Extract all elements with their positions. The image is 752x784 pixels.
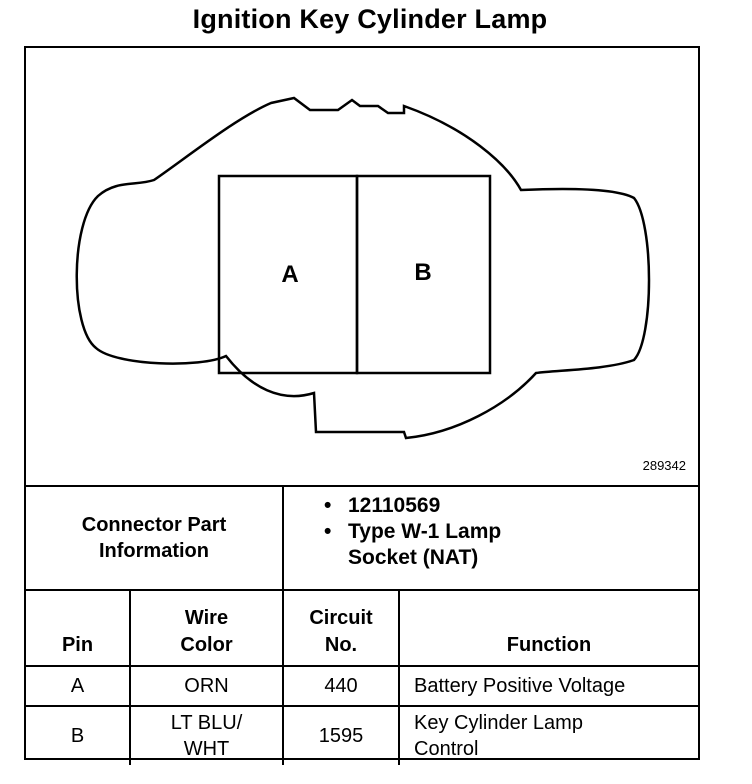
cavity-b-box	[355, 174, 492, 375]
connector-drawing: A B	[75, 96, 651, 440]
connector-part-list: 12110569 Type W-1 Lamp Socket (NAT)	[282, 485, 698, 591]
socket-type-item: Type W-1 Lamp Socket (NAT)	[324, 519, 698, 571]
function-cell: Key Cylinder Lamp Control	[398, 705, 698, 765]
circuit-cell: 440	[282, 665, 400, 707]
connector-part-row: Connector Part Information 12110569 Type…	[26, 485, 698, 591]
header-function: Function	[398, 589, 698, 667]
page-title: Ignition Key Cylinder Lamp	[192, 4, 548, 34]
wire-color-cell: LT BLU/ WHT	[129, 705, 284, 765]
header-circuit-no: Circuit No.	[282, 589, 400, 667]
wire-color-cell: ORN	[129, 665, 284, 707]
table-header-row: Pin Wire Color Circuit No. Function	[26, 589, 698, 667]
circuit-cell: 1595	[282, 705, 400, 765]
connector-diagram: A B 289342	[26, 48, 698, 485]
connector-frame: A B 289342 Connector Part Information 12…	[24, 46, 700, 765]
cavity-label-a: A	[281, 261, 298, 288]
part-number-item: 12110569	[324, 493, 698, 519]
connector-part-label: Connector Part Information	[26, 485, 284, 591]
pin-cell: A	[26, 665, 131, 707]
pin-cell: B	[26, 705, 131, 765]
header-pin: Pin	[26, 589, 131, 667]
figure-number: 289342	[642, 458, 686, 473]
table-row: A ORN 440 Battery Positive Voltage	[26, 665, 698, 707]
connector-housing-outline	[75, 96, 651, 440]
table-row: B LT BLU/ WHT 1595 Key Cylinder Lamp Con…	[26, 705, 698, 765]
header-wire-color: Wire Color	[129, 589, 284, 667]
cavity-label-b: B	[414, 259, 431, 286]
connector-info-table: Connector Part Information 12110569 Type…	[26, 485, 698, 765]
function-cell: Battery Positive Voltage	[398, 665, 698, 707]
